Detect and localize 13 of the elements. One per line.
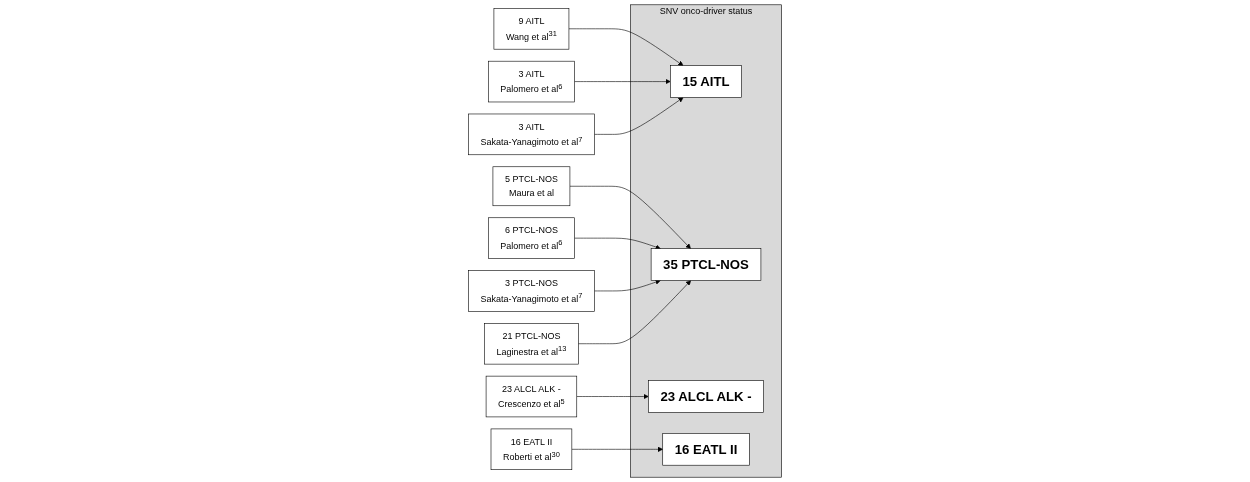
node-box: 16 EATL II xyxy=(662,433,750,466)
node-box: 3 PTCL-NOS Sakata-Yanagimoto et al$^{7}$ xyxy=(468,270,595,312)
node-box: 23 ALCL ALK - xyxy=(648,380,764,413)
node-box: 35 PTCL-NOS xyxy=(650,248,762,281)
node-box: 23 ALCL ALK - Crescenzo et al$^{5}$ xyxy=(485,375,578,418)
node-box: 3 AITL Palomero et al$^{6}$ xyxy=(488,60,575,103)
node-box: 5 PTCL-NOS Maura et al xyxy=(492,166,571,207)
node-box: 15 AITL xyxy=(670,65,742,98)
node-box: 3 AITL Sakata-Yanagimoto et al$^{7}$ xyxy=(468,113,595,156)
node-box: 21 PTCL-NOS Laginestra et al$^{13}$ xyxy=(484,323,579,365)
node-box: 16 EATL II Roberti et al$^{30}$ xyxy=(490,428,573,470)
node-box: 9 AITL Wang et al$^{31}$ xyxy=(493,8,570,50)
node-box: 6 PTCL-NOS Palomero et al$^{6}$ xyxy=(488,217,575,259)
